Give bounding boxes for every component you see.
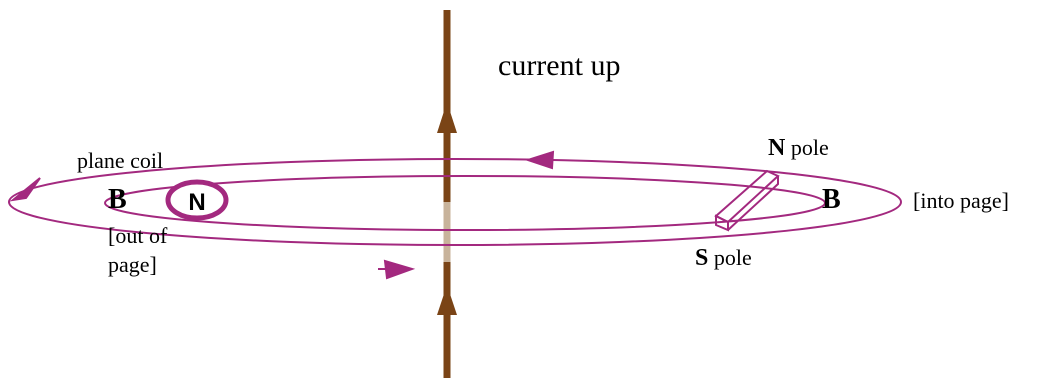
current-wire [437, 10, 457, 378]
bar-magnet [714, 169, 780, 232]
bar-magnet-top-face [714, 169, 780, 224]
field-line-inner [104, 175, 826, 231]
plane-coil-label: plane coil [77, 148, 163, 173]
field-arrow-outer-left [9, 177, 41, 202]
current-up-label: current up [498, 49, 620, 82]
n-pole-word: pole [785, 135, 828, 160]
into-page-label: [into page] [913, 188, 1009, 213]
bar-magnet-side [727, 176, 779, 231]
s-pole-letter: S [695, 245, 708, 271]
s-pole-word: pole [708, 245, 751, 270]
compass-ring [165, 179, 229, 221]
n-pole-letter: N [768, 135, 786, 161]
field-lines [8, 158, 902, 246]
field-line-outer [8, 158, 902, 246]
field-arrow-left [524, 150, 555, 170]
b-field-right-label: B [822, 184, 841, 215]
current-arrow-upper [437, 102, 457, 133]
s-pole-label: S pole [695, 245, 752, 271]
current-arrow-lower [437, 285, 457, 315]
n-pole-label: N pole [768, 135, 829, 161]
field-direction-arrows [9, 150, 555, 280]
out-of-page-label-line2: page] [108, 252, 157, 277]
b-field-left-label: B [108, 184, 127, 215]
compass-out-of-page: N [165, 179, 229, 221]
compass-n-label: N [188, 189, 205, 216]
out-of-page-label-line1: [out of [108, 223, 168, 248]
